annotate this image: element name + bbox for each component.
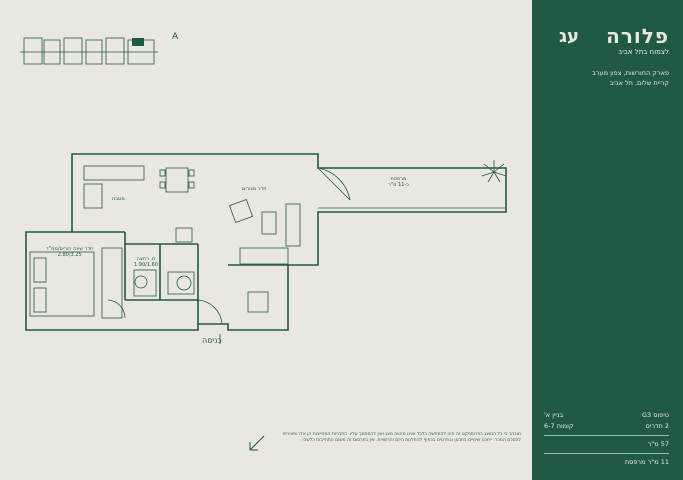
disclaimer: מובהר כי כל המוצג בפרוספקט זה הינו להמחש… <box>282 432 521 443</box>
spec-row-rooms: 2 חדרים קומות 6-7 <box>544 421 669 432</box>
key-plan-highlight <box>132 38 144 46</box>
brand-logo-icon: עג <box>558 26 579 47</box>
sidebar: עג פלורה לצמוח בתל אביב פארק החורשות, צפ… <box>532 0 683 480</box>
room-label-bedroom-name: חדר שינה הורים/ממ"ד <box>46 246 94 252</box>
address-line-1: פארק החורשות, צפון מערב <box>592 69 669 77</box>
brand-tagline: לצמוח בתל אביב <box>618 48 669 56</box>
entrance-label: כניסה <box>202 336 222 345</box>
spec-divider <box>544 435 669 436</box>
floor-plan-drawing <box>25 153 507 344</box>
room-label-living: חדר מגורים <box>242 186 267 192</box>
spec-divider-2 <box>544 453 669 454</box>
brand-name: פלורה <box>606 24 669 48</box>
room-label-balcony-name: מרפסת <box>390 176 407 182</box>
spec-floors: קומות 6-7 <box>544 422 574 430</box>
address-line-2: קריית שלום, תל אביב <box>609 79 669 87</box>
north-marker: A <box>172 32 179 42</box>
spec-type: טיפוס G3 <box>642 411 669 419</box>
room-label-bathroom-name: ח. רחצה <box>136 256 156 262</box>
spec-row-type: טיפוס G3 בניין א' <box>544 410 669 421</box>
specs: טיפוס G3 בניין א' 2 חדרים קומות 6-7 57 מ… <box>544 410 669 468</box>
address: פארק החורשות, צפון מערב קריית שלום, תל א… <box>592 68 669 88</box>
room-label-bedroom-size: 2.80/3.25 <box>57 252 82 258</box>
room-label-balcony-size: כ-11 מ"ר <box>388 182 409 188</box>
north-arrow-icon <box>249 435 265 451</box>
plan-area: A <box>20 32 521 451</box>
spec-building: בניין א' <box>544 411 564 419</box>
room-label-bathroom: ח. רחצה 1.90/1.60 <box>134 256 158 268</box>
room-label-bedroom: חדר שינה הורים/ממ"ד 2.80/3.25 <box>46 246 93 258</box>
spec-area: 57 מ"ר <box>647 440 669 448</box>
room-label-bathroom-size: 1.90/1.60 <box>134 262 158 268</box>
spec-rooms: 2 חדרים <box>645 422 669 430</box>
spec-balcony: 11 מ"ר מרפסת <box>624 458 669 466</box>
room-label-balcony: מרפסת כ-11 מ"ר <box>388 176 409 188</box>
key-plan <box>20 37 158 65</box>
brand: פלורה לצמוח בתל אביב <box>606 26 669 56</box>
room-label-kitchen: מטבח <box>112 196 125 202</box>
